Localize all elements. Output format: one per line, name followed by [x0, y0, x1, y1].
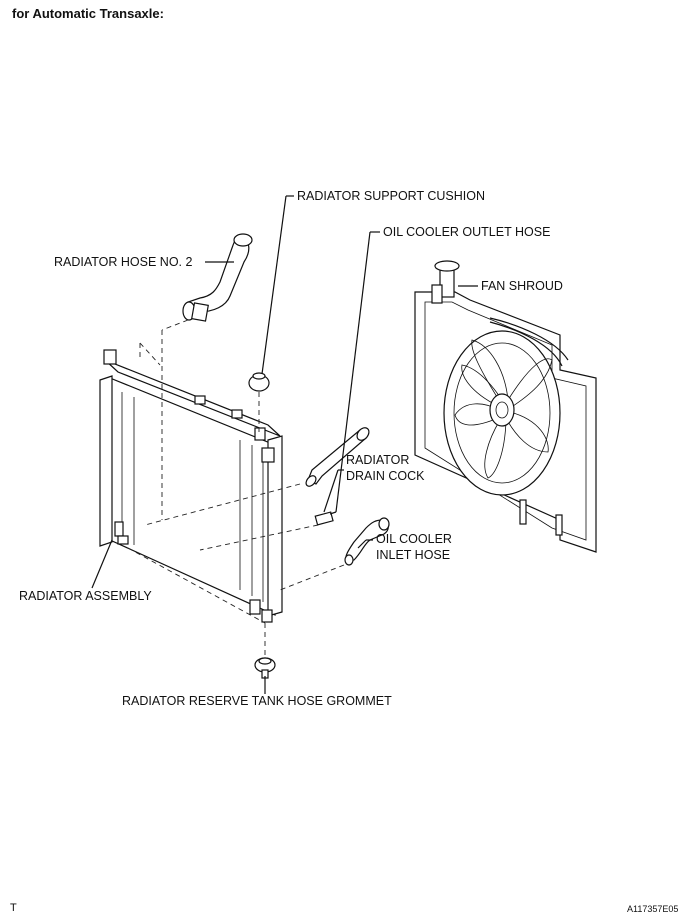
label-radiator-drain-cock-line2: DRAIN COCK — [346, 469, 425, 483]
label-oil-cooler-outlet-hose: OIL COOLER OUTLET HOSE — [383, 225, 551, 239]
label-radiator-assembly: RADIATOR ASSEMBLY — [19, 589, 152, 603]
radiator-hose-no2-drawing — [182, 233, 253, 322]
label-oil-cooler-inlet-hose-line2: INLET HOSE — [376, 548, 451, 562]
radiator-drain-cock-drawing — [314, 511, 337, 526]
label-fan-shroud: FAN SHROUD — [481, 279, 563, 293]
assembly-dashed-lines — [127, 319, 345, 655]
footer-left-mark: T — [10, 902, 17, 914]
label-radiator-support-cushion: RADIATOR SUPPORT CUSHION — [297, 189, 485, 203]
oil-cooler-inlet-hose-drawing — [344, 517, 390, 566]
radiator-support-cushion-drawing — [248, 372, 270, 392]
figure-code: A117357E05 — [627, 904, 679, 914]
reserve-tank-hose-grommet-drawing — [254, 657, 276, 679]
label-radiator-hose-no2: RADIATOR HOSE NO. 2 — [54, 255, 193, 269]
fan-shroud-drawing — [414, 260, 597, 553]
oil-cooler-outlet-hose-drawing — [305, 427, 370, 487]
diagram-heading: for Automatic Transaxle: — [12, 6, 164, 21]
radiator-assembly-drawing — [99, 349, 283, 623]
label-leader-lines — [91, 195, 478, 694]
label-reserve-tank-hose-grommet: RADIATOR RESERVE TANK HOSE GROMMET — [122, 694, 392, 708]
label-radiator-drain-cock-line1: RADIATOR — [346, 453, 410, 467]
label-oil-cooler-inlet-hose-line1: OIL COOLER — [376, 532, 452, 546]
